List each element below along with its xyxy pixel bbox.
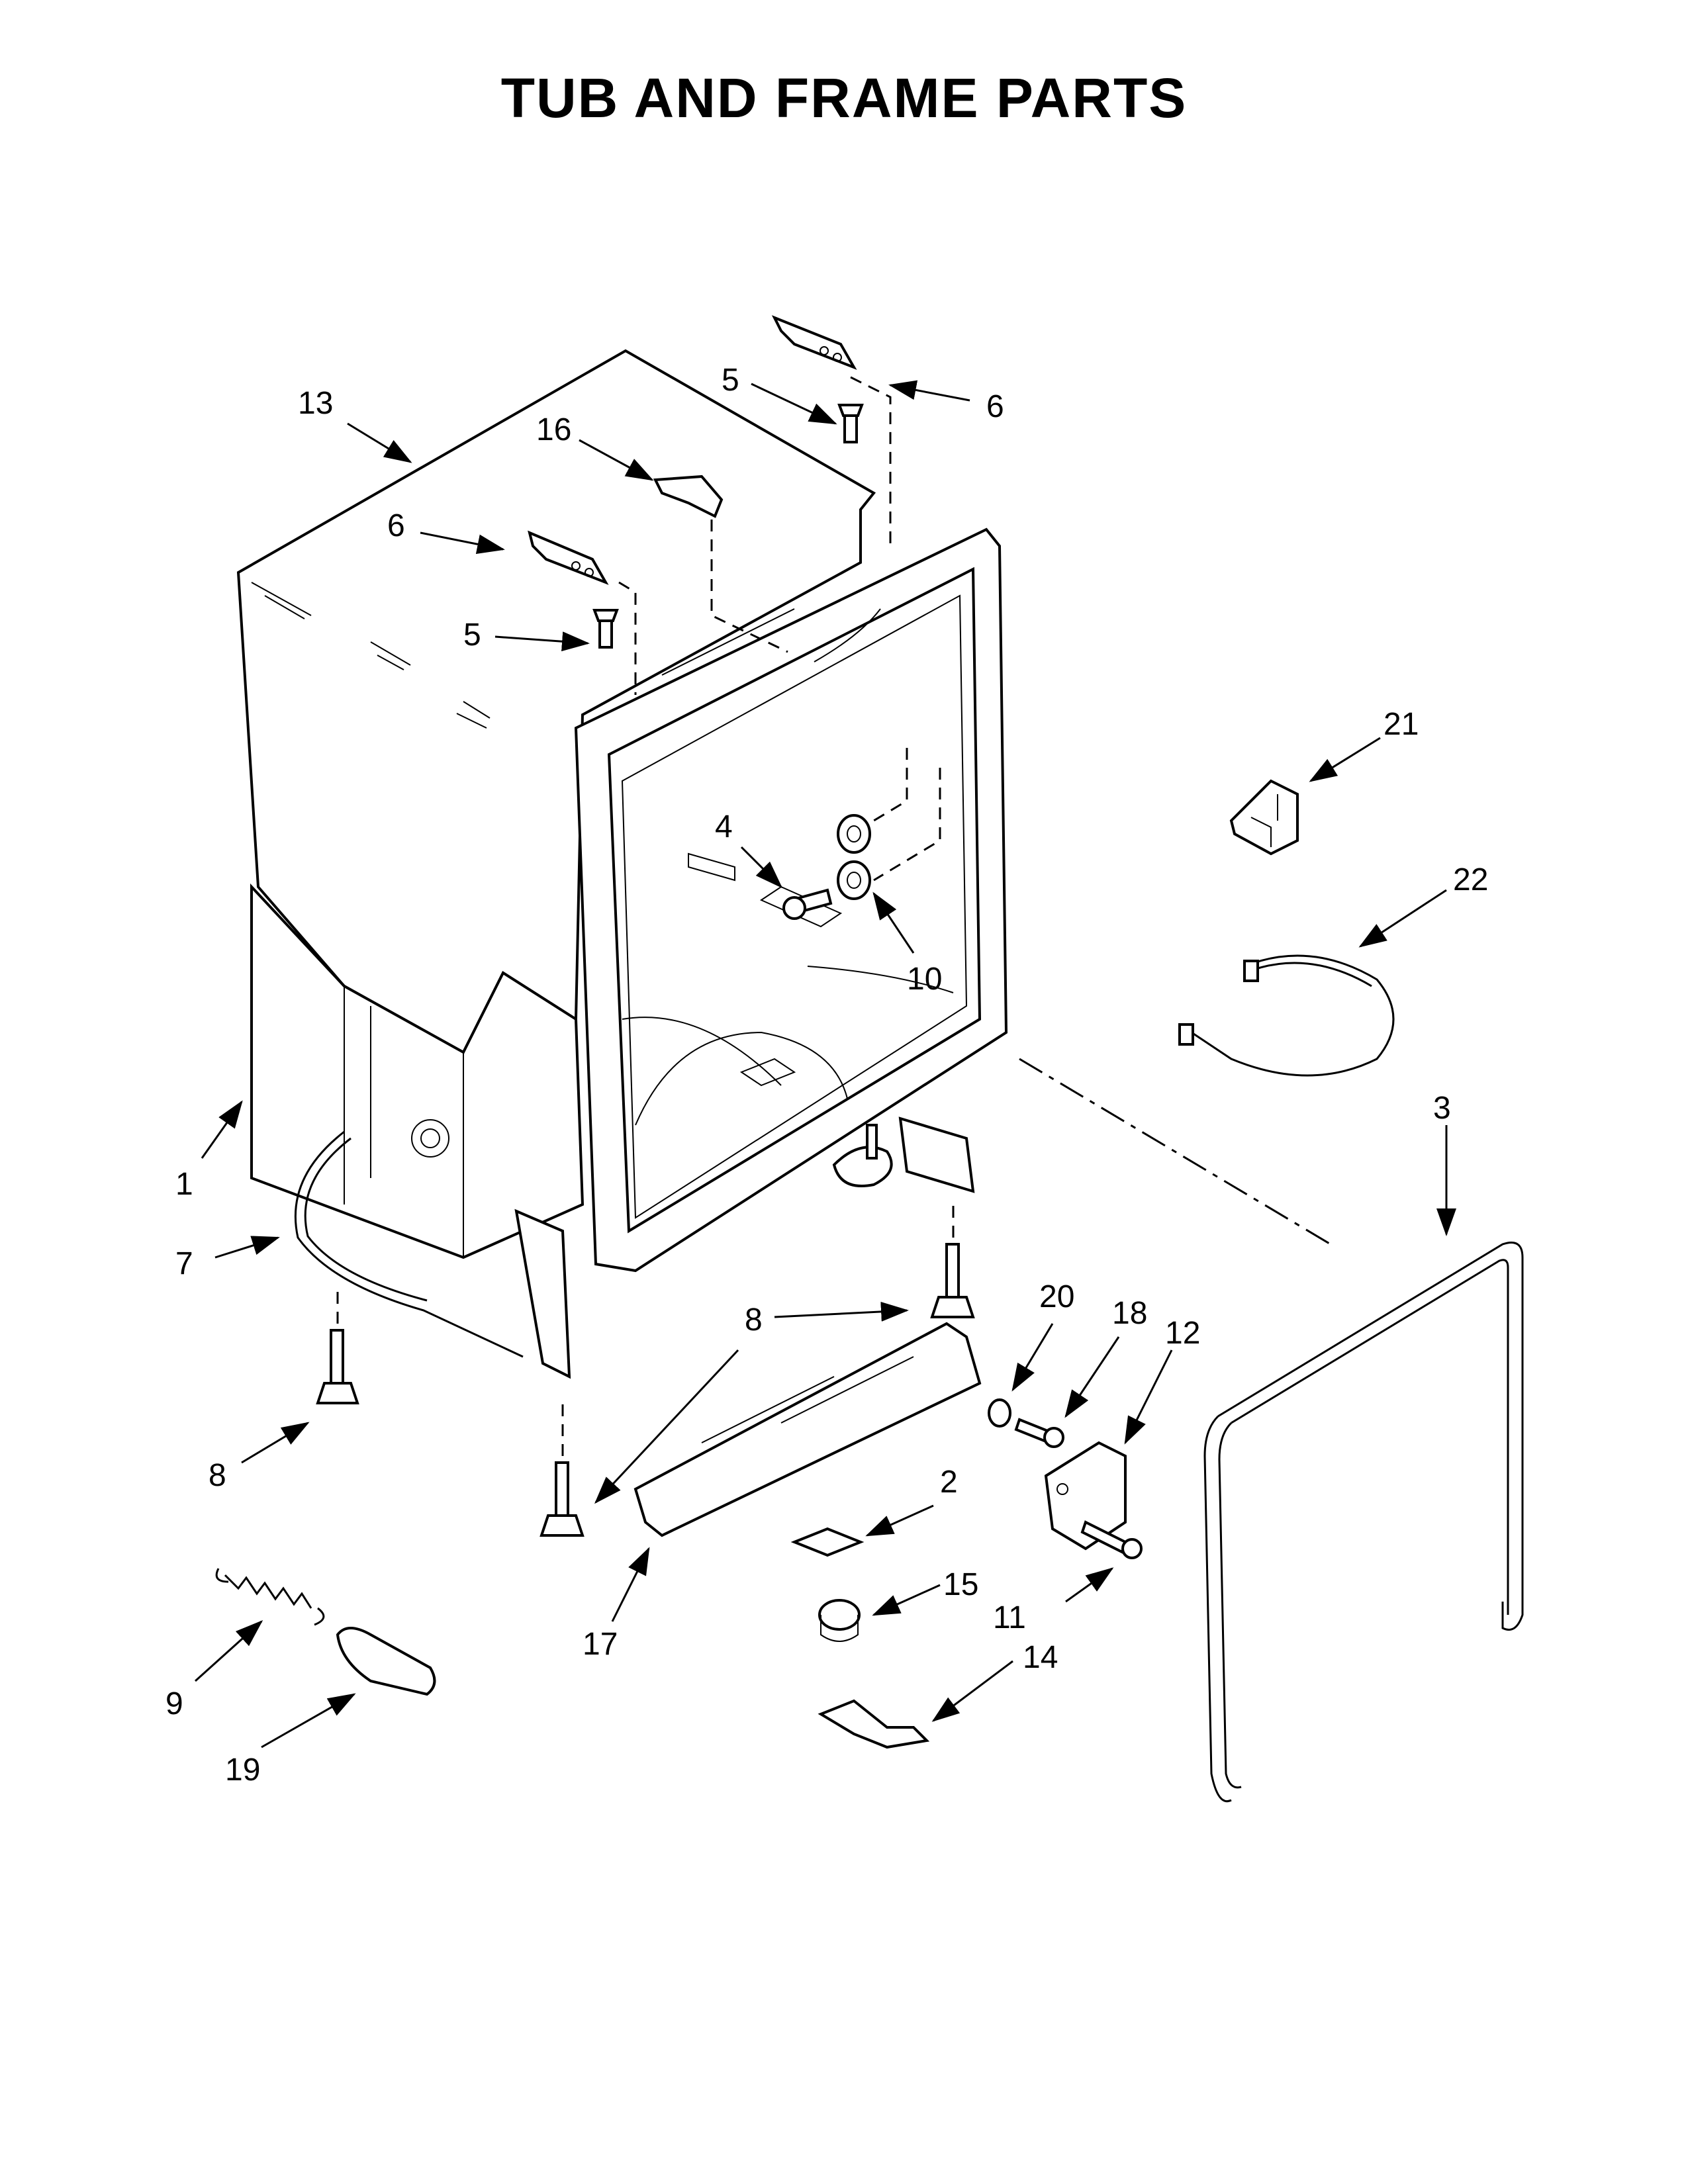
callout-13: 13 [298, 386, 333, 421]
callout-5-top: 5 [722, 363, 739, 398]
part-3-door-gasket [1203, 1242, 1524, 1802]
callout-7: 7 [175, 1246, 193, 1281]
part-4-screw [782, 888, 833, 920]
diagram-title: TUB AND FRAME PARTS [500, 67, 1188, 129]
part-5-screw-right [837, 404, 864, 443]
part-10-bushings [837, 814, 871, 900]
part-9-door-spring [215, 1568, 325, 1626]
part-8-leveling-leg-center [539, 1461, 585, 1537]
part-19-pad [336, 1627, 436, 1696]
callout-14: 14 [1023, 1640, 1058, 1675]
part-6-top-bracket-right [771, 315, 857, 370]
callout-12: 12 [1165, 1316, 1200, 1351]
part-7-door-balance-link [294, 1130, 524, 1358]
callout-19: 19 [225, 1752, 260, 1788]
callout-4: 4 [715, 809, 733, 844]
part-11-screw [1080, 1520, 1143, 1559]
callout-10: 10 [907, 962, 942, 997]
callout-2: 2 [940, 1465, 958, 1500]
callout-11: 11 [993, 1600, 1026, 1635]
callout-22: 22 [1453, 862, 1488, 897]
part-18-screw [1014, 1418, 1064, 1448]
callout-20: 20 [1039, 1279, 1074, 1314]
callout-15: 15 [943, 1567, 978, 1602]
part-14-mounting-bracket [818, 1699, 930, 1749]
callout-6-top: 6 [986, 389, 1004, 424]
callout-5-left: 5 [463, 617, 481, 653]
part-8-leveling-leg-left [316, 1329, 359, 1404]
callout-16: 16 [536, 412, 571, 447]
leader-arrows [194, 380, 1456, 1749]
callout-18: 18 [1112, 1296, 1147, 1331]
callout-6-left: 6 [387, 508, 405, 543]
callout-1: 1 [175, 1167, 193, 1202]
part-16-clip [653, 475, 724, 518]
part-2-clip [790, 1527, 865, 1557]
part-22-wire-harness [1178, 954, 1395, 1077]
part-6-top-bracket-left [528, 530, 609, 585]
callout-8-left: 8 [209, 1458, 226, 1493]
part-20-washer [988, 1398, 1011, 1428]
callout-21: 21 [1383, 707, 1419, 742]
part-15-thermostat [818, 1599, 861, 1642]
part-12-bracket [1044, 1441, 1127, 1551]
callout-8-center: 8 [745, 1302, 763, 1338]
callout-3: 3 [1433, 1091, 1451, 1126]
callout-17: 17 [583, 1627, 618, 1662]
tub-outer-wrap [236, 349, 876, 1259]
tub-side-bracket [514, 1116, 975, 1379]
callout-9: 9 [165, 1686, 183, 1721]
part-8-leveling-leg-right [930, 1243, 975, 1318]
part-17-base-plate [633, 1322, 982, 1537]
part-5-screw-left [592, 609, 619, 649]
part-21-mounting-bracket [1229, 779, 1299, 856]
